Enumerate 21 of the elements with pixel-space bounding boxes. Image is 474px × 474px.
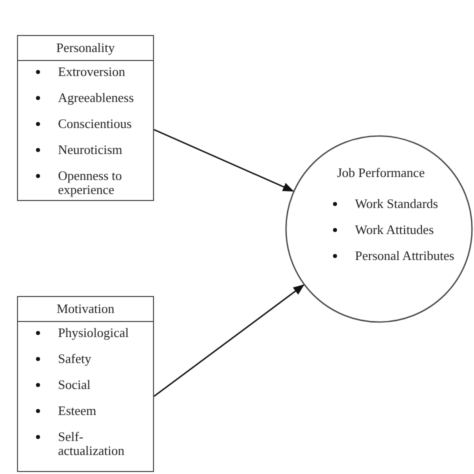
list-item: Social (58, 377, 90, 392)
list-item: Safety (58, 351, 92, 366)
dependent-variable-circle (285, 135, 473, 323)
list-item: Work Standards (355, 196, 438, 211)
list-item: Physiological (58, 325, 129, 340)
list-item: Neuroticism (58, 142, 122, 157)
heading: Job Performance (337, 165, 426, 181)
list-item: Esteem (58, 403, 96, 418)
list-item: Openness to experience (58, 168, 122, 197)
arrow (154, 128, 294, 192)
list-item: Work Attitudes (355, 222, 434, 237)
variable-box (17, 296, 154, 472)
arrow (154, 284, 304, 397)
list-item: Agreeableness (58, 90, 134, 105)
heading: Personality (18, 36, 153, 61)
heading: Motivation (18, 297, 153, 322)
list-item: Extroversion (58, 64, 126, 79)
list-item: Conscientious (58, 116, 132, 131)
variable-box (17, 35, 154, 201)
list-item: Personal Attributes (355, 248, 454, 263)
list-item: Self-actualization (58, 429, 124, 458)
